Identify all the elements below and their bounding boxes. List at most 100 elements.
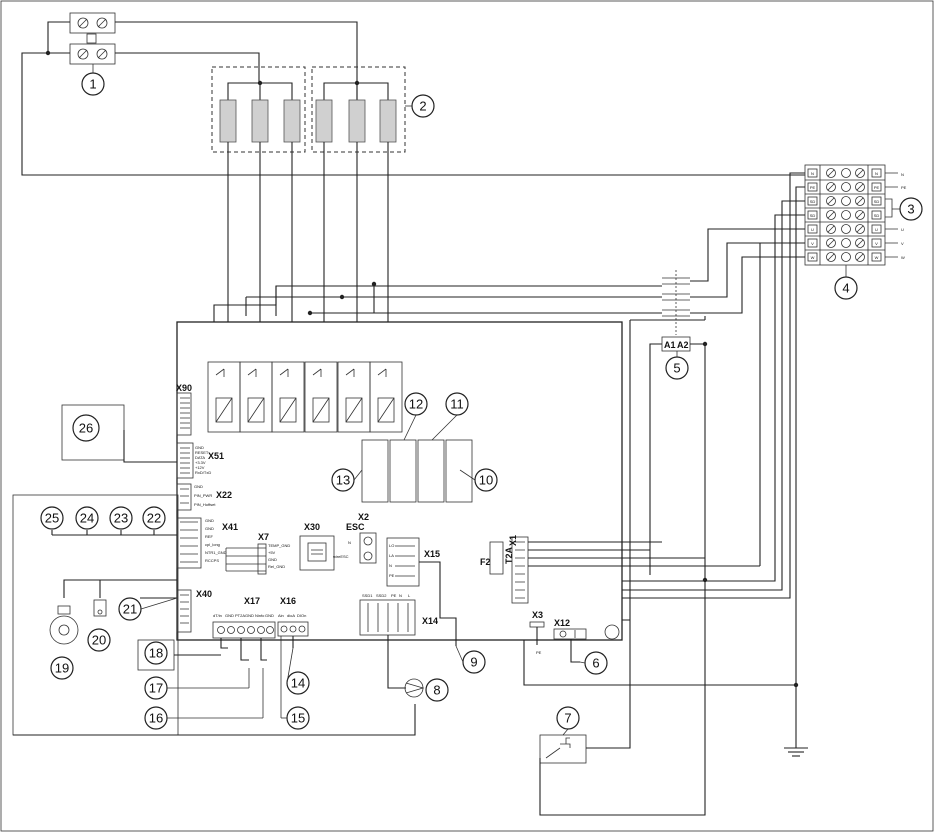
callout-10: 10 xyxy=(479,473,493,488)
heater-elements xyxy=(219,99,397,143)
terminal-out-label: U xyxy=(901,227,904,232)
heater-group-left xyxy=(211,66,306,153)
x17-pin: Ninfo xyxy=(255,613,265,618)
terminal-left-label: W xyxy=(811,255,815,260)
callout-17: 17 xyxy=(149,681,163,696)
contactor-a1: A1 xyxy=(664,340,676,350)
board-slots xyxy=(361,439,473,503)
x2-label: X2 xyxy=(358,512,369,522)
x51-pin: +12V xyxy=(195,465,205,470)
x51-pin: RxD/TxD xyxy=(195,470,211,475)
earth-ground-icon xyxy=(784,747,808,757)
x7-pin: TEMP_GND xyxy=(268,543,290,548)
terminal-out-label: W xyxy=(901,255,905,260)
terminal-left-label: V xyxy=(811,241,814,246)
x41-pin: GND xyxy=(205,518,214,523)
callout-3: 3 xyxy=(907,202,914,217)
x7-pin: Rel_GND xyxy=(268,564,285,569)
callout-24: 24 xyxy=(80,511,94,526)
callout-25: 25 xyxy=(45,511,59,526)
terminal-right-label: V xyxy=(875,241,878,246)
x41-label: X41 xyxy=(222,522,238,532)
terminal-right-label: SD xyxy=(874,199,880,204)
x51-label: X51 xyxy=(208,451,224,461)
callout-2: 2 xyxy=(419,99,426,114)
terminal-right-label: PE xyxy=(874,185,880,190)
callout-8: 8 xyxy=(433,683,440,698)
x1-connector: X1 xyxy=(508,535,529,604)
callout-1: 1 xyxy=(89,77,96,92)
x7-connector: X7 TEMP_GND +5V GND Rel_GND xyxy=(225,532,290,575)
x51-pin: RESET xyxy=(195,450,209,455)
x17-connector: X17 dT/in GND PT2A GND Ninfo GND xyxy=(212,596,276,639)
x14-pin: SSD1 xyxy=(362,593,373,598)
callout-19: 19 xyxy=(55,661,69,676)
callout-13: 13 xyxy=(336,473,350,488)
terminal-right-label: SD xyxy=(874,213,880,218)
heater-group-right xyxy=(311,66,406,153)
x15-pin: LA xyxy=(389,553,394,558)
x30-label: X30 xyxy=(304,522,320,532)
contactor: A1 A2 xyxy=(661,270,691,352)
circulation-pump-icon xyxy=(404,678,425,698)
x3-label: X3 xyxy=(532,610,543,620)
terminal-left-label: SD xyxy=(810,213,816,218)
x17-pin: PT2A xyxy=(235,613,245,618)
x41-pin: GND xyxy=(205,526,214,531)
contactor-a2: A2 xyxy=(677,340,689,350)
x7-pin: +5V xyxy=(268,550,276,555)
x14-pin: N xyxy=(399,593,402,598)
x16-pin: DIOn xyxy=(297,613,306,618)
x41-pin: REF xyxy=(205,534,214,539)
x22-pin: GND xyxy=(194,484,203,489)
callout-16: 16 xyxy=(149,711,163,726)
x17-pin: GND xyxy=(245,613,254,618)
callout-7: 7 xyxy=(564,711,571,726)
x41-pin: cpl_long xyxy=(205,542,220,547)
f2-label: F2 xyxy=(480,557,491,567)
terminal-out-label: V xyxy=(901,241,904,246)
x2-pin: N xyxy=(348,540,351,545)
x51-connector: X51 GND RESET DATA +3.3V +12V RxD/TxD xyxy=(176,442,224,479)
x22-connector: X22 GND PIN_PWR PIN_Hoffset xyxy=(176,483,232,511)
flow-sensor-icon xyxy=(49,605,79,645)
x41-pin: NTR1_GND xyxy=(205,550,227,555)
x22-pin: PIN_Hoffset xyxy=(194,502,216,507)
x15-pin: LO xyxy=(389,543,394,548)
callout-20: 20 xyxy=(92,633,106,648)
esc-label: ESC xyxy=(346,522,365,532)
x41-connector: X41 GND GND REF cpl_long NTR1_GND RCCPS xyxy=(176,517,238,569)
callout-12: 12 xyxy=(409,397,423,412)
x41-pin: RCCPS xyxy=(205,558,219,563)
x22-pin: PIN_PWR xyxy=(194,493,212,498)
x7-pin: GND xyxy=(268,557,277,562)
callout-9: 9 xyxy=(470,655,477,670)
callout-14: 14 xyxy=(291,676,305,691)
relay-bank xyxy=(207,361,403,433)
mounting-hole xyxy=(604,624,620,640)
x14-pin: SSD2 xyxy=(376,593,387,598)
x1-label: X1 xyxy=(508,535,518,546)
fuse-f2: F2 T2A xyxy=(480,541,514,575)
callout-18: 18 xyxy=(149,646,163,661)
terminal-out-label: PE xyxy=(901,185,907,190)
pressure-switch-icon xyxy=(93,599,107,617)
x90-label: X90 xyxy=(176,383,192,393)
x17-pin: GND xyxy=(225,613,234,618)
terminal-left-label: N xyxy=(811,171,814,176)
callout-4: 4 xyxy=(842,281,849,296)
x22-label: X22 xyxy=(216,490,232,500)
x51-pin: DATA xyxy=(195,455,205,460)
callout-23: 23 xyxy=(114,511,128,526)
control-board xyxy=(176,321,623,641)
callout-22: 22 xyxy=(147,511,161,526)
t2a-label: T2A xyxy=(504,546,514,564)
x14-pin: L xyxy=(408,593,411,598)
x12-connector: X12 xyxy=(553,618,587,640)
x15-pin: PE xyxy=(389,573,395,578)
x30-connector: X30 xyxy=(299,522,335,571)
x40-label: X40 xyxy=(196,589,212,599)
terminal-right-label: U xyxy=(875,227,878,232)
callout-26: 26 xyxy=(79,421,93,436)
